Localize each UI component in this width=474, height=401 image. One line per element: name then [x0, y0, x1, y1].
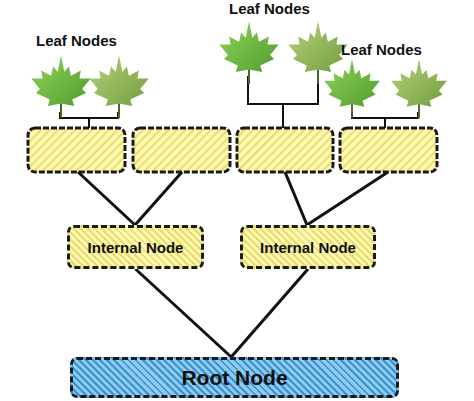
- tree-connector: [136, 269, 232, 357]
- node-text: Internal Node: [88, 239, 184, 256]
- leaf-label: Leaf Nodes: [229, 0, 310, 17]
- internal-node-box: Internal Node: [240, 225, 376, 269]
- tree-connector: [231, 269, 308, 357]
- internal-node-box: Internal Node: [67, 225, 204, 269]
- empty-boxes: [28, 128, 437, 172]
- leaf-label: Leaf Nodes: [36, 32, 117, 49]
- leaf-label: Leaf Nodes: [341, 41, 422, 58]
- root-node-box: Root Node: [70, 357, 399, 398]
- node-text: Internal Node: [260, 239, 356, 256]
- leaf-illustrations: [31, 21, 447, 118]
- node-text: Root Node: [181, 366, 287, 390]
- branch-lines: [78, 172, 388, 225]
